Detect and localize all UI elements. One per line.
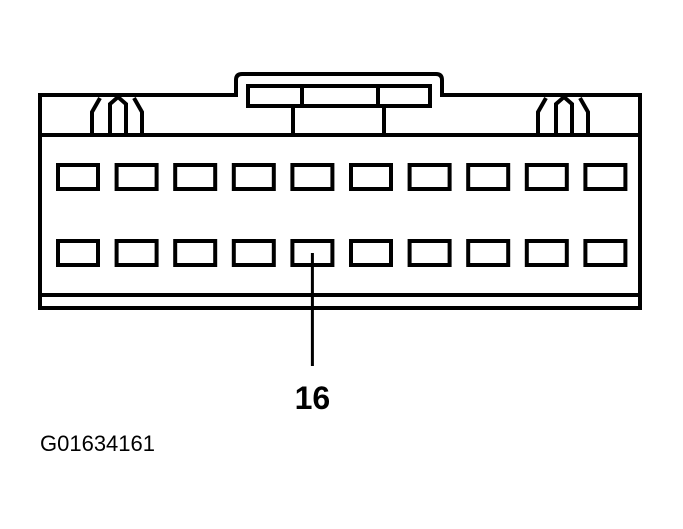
cavity-r2-c7: [407, 239, 452, 267]
guide-rib-right-outer: [536, 97, 548, 135]
cavity-r2-c3: [173, 239, 218, 267]
cavity-r1-c6: [349, 163, 393, 191]
callout-pin-label: 16: [295, 380, 331, 416]
cavity-r1-c3: [173, 163, 218, 191]
guide-rib-right: [536, 94, 590, 135]
cavity-r1-c8: [466, 163, 511, 191]
cavity-r1-c7: [407, 163, 452, 191]
guide-rib-left-right: [132, 97, 144, 135]
cavity-r2-c9: [524, 239, 569, 267]
guide-rib-left: [90, 94, 144, 135]
cavity-r2-c6: [349, 239, 393, 267]
locking-tab-slot: [246, 84, 432, 108]
cavity-r1-c4: [231, 163, 276, 191]
cavity-grid: [56, 163, 628, 267]
cavity-r2-c4: [231, 239, 276, 267]
cavity-r2-c10: [583, 239, 628, 267]
cavity-r1-c5: [290, 163, 335, 191]
guide-rib-right-right: [578, 97, 590, 135]
figure-id: G01634161: [40, 431, 155, 456]
cavity-r2-c2: [114, 239, 159, 267]
cavity-r2-c8: [466, 239, 511, 267]
locking-tab: [246, 84, 432, 135]
cavity-r1-c10: [583, 163, 628, 191]
cavity-r1-c2: [114, 163, 159, 191]
connector-housing-outline: [38, 72, 642, 310]
cavity-r2-c1: [56, 239, 100, 267]
guide-rib-left-center: [108, 94, 128, 135]
cavity-r1-c1: [56, 163, 100, 191]
guide-rib-left-outer: [90, 97, 102, 135]
cavity-r1-c9: [524, 163, 569, 191]
guide-rib-right-center: [554, 94, 574, 135]
